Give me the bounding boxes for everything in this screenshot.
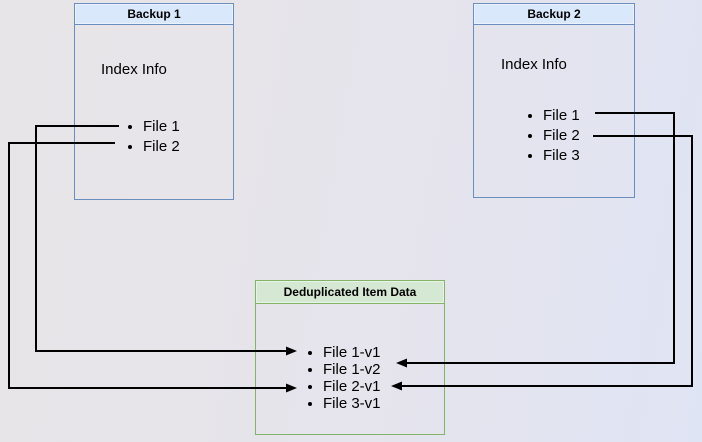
backup1-node: Backup 1 Index Info File 1 File 2 (74, 3, 234, 200)
backup1-index-info-label: Index Info (101, 61, 167, 78)
list-item: File 2-v1 (323, 378, 381, 395)
dedup-node: Deduplicated Item Data File 1-v1 File 1-… (255, 280, 445, 435)
list-item: File 1-v2 (323, 361, 381, 378)
list-item: File 2 (543, 126, 580, 146)
backup1-file-list: File 1 File 2 (75, 117, 180, 157)
backup2-node: Backup 2 Index Info File 1 File 2 File 3 (473, 3, 635, 198)
list-item: File 1 (543, 106, 580, 126)
list-item: File 1-v1 (323, 344, 381, 361)
backup2-index-info-label: Index Info (501, 56, 567, 73)
dedup-item-list: File 1-v1 File 1-v2 File 2-v1 File 3-v1 (256, 344, 381, 412)
list-item: File 2 (143, 137, 180, 157)
backup2-file-list: File 1 File 2 File 3 (474, 106, 580, 166)
list-item: File 3-v1 (323, 395, 381, 412)
backup2-title: Backup 2 (474, 4, 634, 25)
dedup-title: Deduplicated Item Data (256, 281, 444, 304)
list-item: File 3 (543, 146, 580, 166)
backup1-title: Backup 1 (75, 4, 233, 25)
list-item: File 1 (143, 117, 180, 137)
